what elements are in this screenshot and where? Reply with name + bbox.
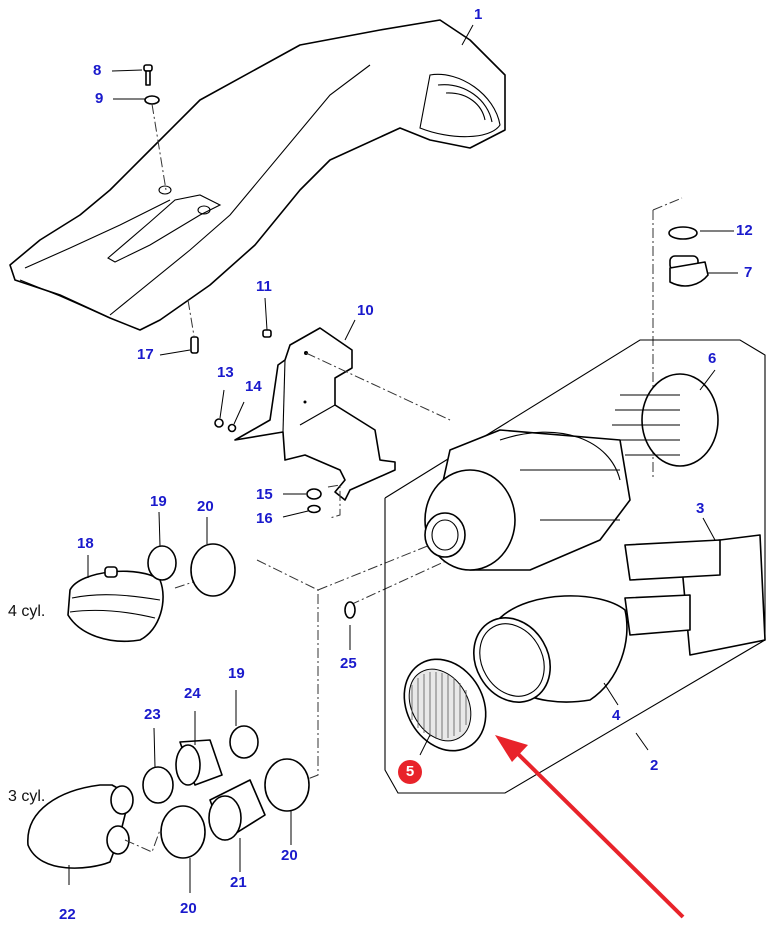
callout-8[interactable]: 8 [93,62,102,79]
variant-label-4cyl: 4 cyl. [8,603,46,620]
part-5-safety-filter[interactable] [388,644,502,765]
callout-9[interactable]: 9 [95,90,104,107]
callout-13[interactable]: 13 [217,364,234,381]
part-11-screw[interactable] [262,329,272,338]
callout-21[interactable]: 21 [230,874,247,891]
part-18-intake-elbow-4cyl[interactable] [67,566,164,643]
part-1-intake-duct[interactable] [9,19,506,331]
part-20-clamp-a[interactable] [190,543,236,597]
callout-25[interactable]: 25 [340,655,357,672]
callout-14[interactable]: 14 [245,378,262,395]
part-9-washer[interactable] [144,95,160,105]
part-16-washer[interactable] [307,504,321,514]
callout-24[interactable]: 24 [184,685,201,702]
callout-2[interactable]: 2 [650,757,659,774]
callout-5-highlighted[interactable]: 5 [398,760,422,784]
callout-3[interactable]: 3 [696,500,705,517]
pointer-arrow [495,735,685,919]
callout-1[interactable]: 1 [474,6,483,23]
part-19-clamp-a[interactable] [147,545,177,581]
part-17-pin[interactable] [190,336,199,354]
part-4-main-filter[interactable] [459,595,628,716]
part-24-sleeve[interactable] [175,739,223,786]
callout-7[interactable]: 7 [744,264,753,281]
callout-10[interactable]: 10 [357,302,374,319]
part-22-intake-elbow-3cyl[interactable] [27,784,134,869]
callout-11[interactable]: 11 [256,278,272,295]
part-20-clamp-b[interactable] [160,805,206,859]
callout-20a[interactable]: 20 [197,498,214,515]
callout-19a[interactable]: 19 [150,493,167,510]
part-12-clamp[interactable] [668,226,698,240]
part-20-clamp-c[interactable] [264,758,310,812]
callout-19b[interactable]: 19 [228,665,245,682]
callout-6[interactable]: 6 [708,350,717,367]
part-14-washer[interactable] [227,423,237,433]
callout-12[interactable]: 12 [736,222,753,239]
part-19-clamp-b[interactable] [229,725,259,759]
callout-16[interactable]: 16 [256,510,273,527]
callout-17[interactable]: 17 [137,346,154,363]
part-10-bracket[interactable] [234,327,396,501]
part-7-elbow[interactable] [669,255,709,287]
callout-18[interactable]: 18 [77,535,94,552]
part-3-precleaner[interactable] [624,534,766,656]
part-21-hose[interactable] [208,779,266,841]
part-15-nut[interactable] [306,488,322,500]
part-2-filter-housing[interactable] [424,429,631,571]
callout-20c[interactable]: 20 [281,847,298,864]
callout-4[interactable]: 4 [612,707,621,724]
part-23-clamp[interactable] [142,766,174,804]
part-8-bolt[interactable] [143,64,153,86]
leader-lines [68,24,738,893]
part-25-seal[interactable] [344,601,356,619]
variant-label-3cyl: 3 cyl. [8,788,46,805]
part-13-nut[interactable] [214,418,224,428]
callout-22[interactable]: 22 [59,906,76,923]
callout-20b[interactable]: 20 [180,900,197,917]
callout-23[interactable]: 23 [144,706,161,723]
part-6-end-cap[interactable] [612,373,719,467]
callout-15[interactable]: 15 [256,486,273,503]
